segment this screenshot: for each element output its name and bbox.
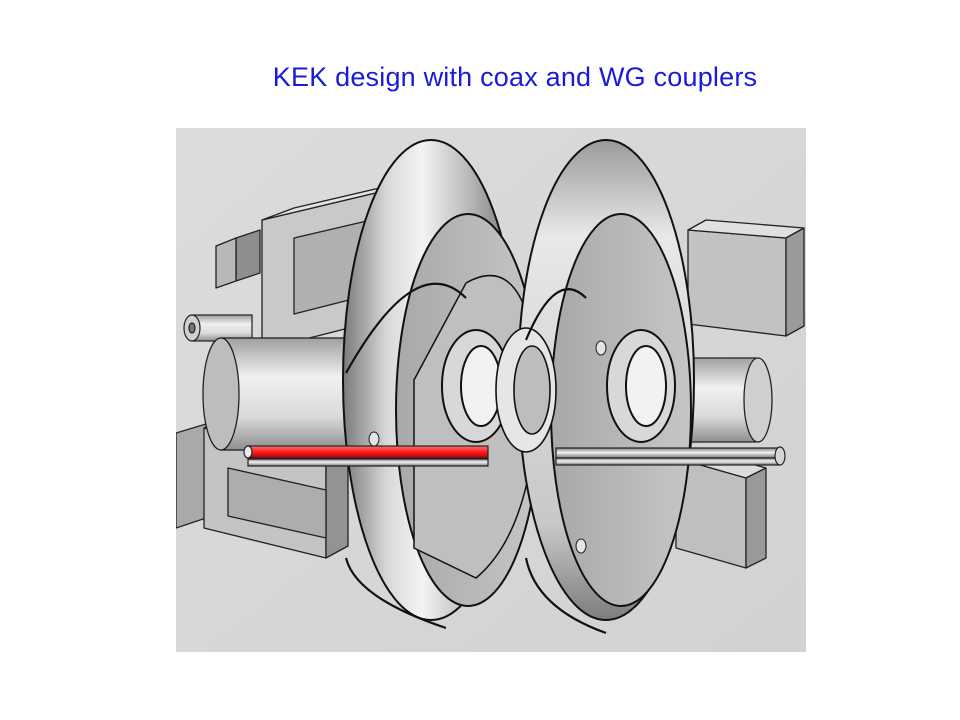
cavity-cad-rendering-icon: [176, 128, 806, 652]
cavity-cad-rendering: [176, 128, 806, 652]
slide-title: KEK design with coax and WG couplers: [272, 62, 758, 92]
